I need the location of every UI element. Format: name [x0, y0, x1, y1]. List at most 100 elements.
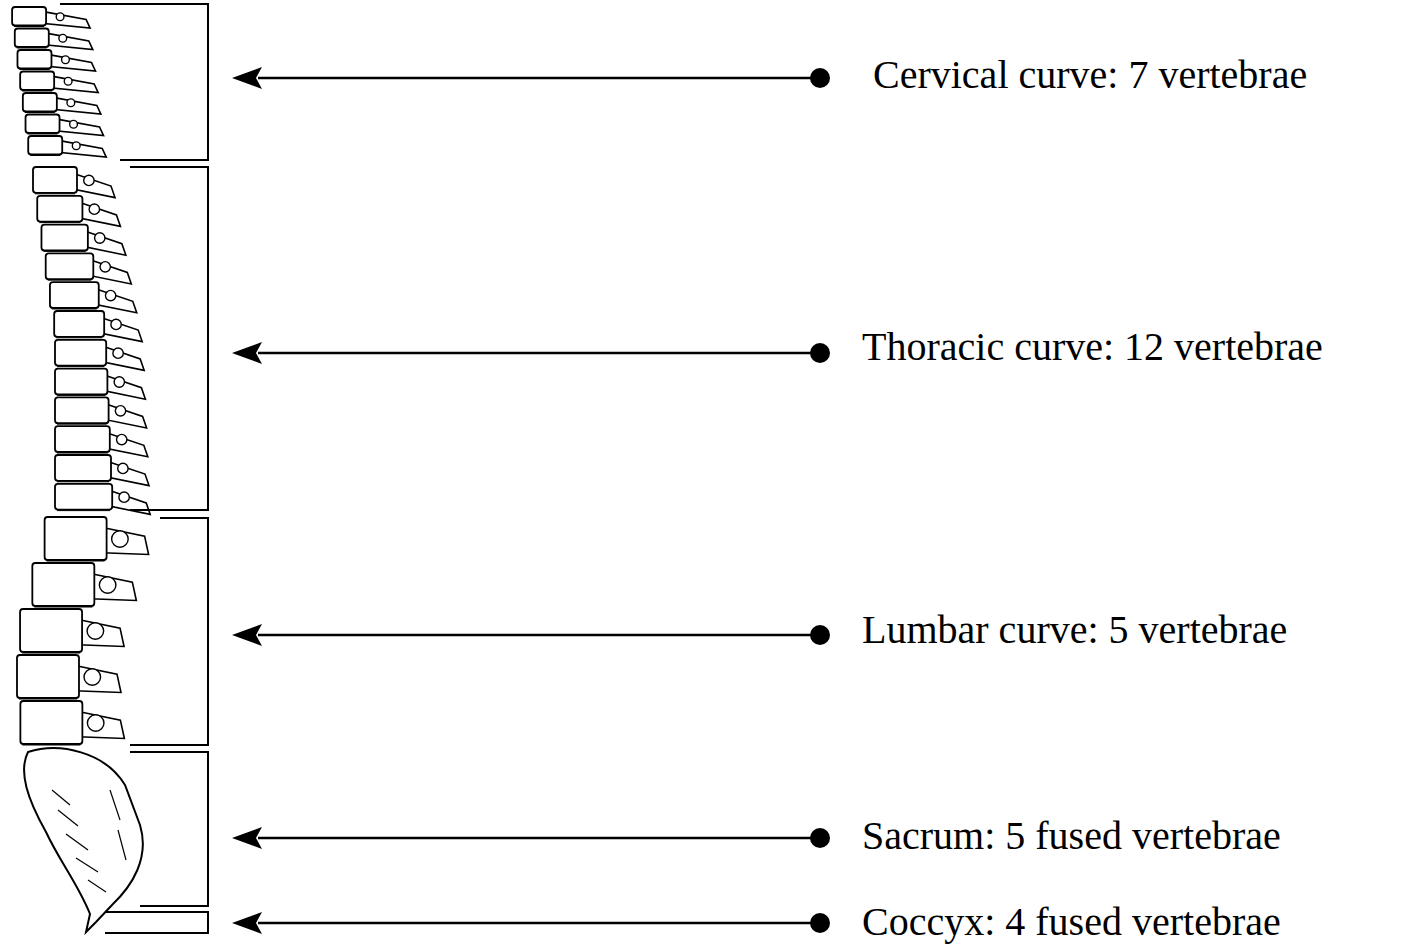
- region-label: Lumbar curve: 5 vertebrae: [862, 607, 1287, 653]
- vertebra-process: [78, 620, 124, 647]
- vertebra-process: [50, 76, 98, 93]
- leader-line: [258, 352, 820, 355]
- articular-facet: [84, 669, 101, 686]
- disc-line: [22, 745, 80, 746]
- vertebra-process: [58, 140, 106, 157]
- vertebral-body: [23, 93, 57, 112]
- vertebral-body: [55, 340, 106, 366]
- articular-facet: [67, 99, 75, 107]
- spine-drawing: [12, 7, 150, 932]
- disc-line: [43, 251, 85, 252]
- vertebral-body: [50, 282, 99, 308]
- articular-facet: [87, 623, 104, 640]
- vertebral-body: [20, 701, 82, 744]
- sacrum-detail: [118, 830, 126, 860]
- disc-line: [57, 510, 110, 511]
- vertebral-body: [26, 115, 60, 134]
- region-label: Sacrum: 5 fused vertebrae: [862, 813, 1281, 859]
- disc-line: [57, 366, 104, 367]
- vertebral-body: [55, 426, 110, 452]
- sacrum-detail: [58, 810, 78, 826]
- leader-dot: [810, 828, 830, 848]
- region-bracket: [60, 4, 208, 160]
- disc-line: [14, 26, 44, 27]
- arrow-head: [232, 624, 262, 646]
- vertebral-body: [45, 517, 107, 560]
- vertebra-process: [106, 432, 148, 456]
- vertebral-body: [32, 563, 94, 606]
- vertebral-body: [28, 136, 62, 155]
- vertebra-process: [90, 574, 136, 601]
- sacrum-detail: [66, 834, 88, 850]
- arrow-head: [232, 912, 262, 934]
- leader-line: [258, 77, 820, 80]
- articular-facet: [99, 577, 116, 594]
- disc-line: [52, 309, 97, 310]
- vertebral-body: [46, 253, 94, 279]
- vertebral-body: [20, 72, 54, 91]
- vertebra-process: [89, 260, 131, 284]
- sacrum-detail: [88, 880, 106, 892]
- disc-line: [35, 193, 75, 194]
- articular-facet: [87, 715, 104, 732]
- vertebra-process: [103, 375, 145, 399]
- brackets: [60, 4, 208, 933]
- region-label: Thoracic curve: 12 vertebrae: [862, 324, 1323, 370]
- articular-facet: [112, 531, 129, 548]
- disc-line: [22, 653, 80, 654]
- vertebral-body: [17, 50, 51, 69]
- vertebral-body: [15, 29, 49, 48]
- arrow-head: [232, 342, 262, 364]
- articular-facet: [117, 434, 127, 444]
- vertebra-process: [75, 666, 121, 693]
- disc-line: [34, 607, 92, 608]
- leader-line: [258, 837, 820, 840]
- disc-line: [17, 48, 47, 49]
- sacrum-detail: [110, 790, 120, 820]
- articular-facet: [100, 262, 110, 272]
- leader-dot: [810, 68, 830, 88]
- disc-line: [47, 561, 105, 562]
- articular-facet: [56, 13, 64, 21]
- sacrum-detail: [76, 858, 98, 872]
- leader-dot: [810, 913, 830, 933]
- disc-line: [56, 337, 102, 338]
- articular-facet: [118, 463, 128, 473]
- region-bracket: [105, 912, 208, 933]
- vertebral-body: [12, 7, 46, 26]
- vertebral-body: [17, 655, 79, 698]
- vertebra-process: [78, 202, 120, 226]
- leader-arrows: [232, 67, 830, 934]
- articular-facet: [105, 290, 115, 300]
- articular-facet: [113, 348, 123, 358]
- vertebra-process: [103, 528, 149, 555]
- vertebra-process: [56, 119, 104, 136]
- vertebral-body: [54, 311, 104, 337]
- vertebra-process: [100, 317, 142, 341]
- vertebra-process: [102, 346, 144, 370]
- vertebral-body: [37, 196, 82, 222]
- region-bracket: [130, 167, 208, 510]
- vertebral-body: [55, 484, 112, 510]
- vertebra-process: [45, 33, 93, 50]
- vertebra-process: [95, 288, 137, 312]
- vertebral-body: [41, 225, 87, 251]
- disc-line: [22, 91, 52, 92]
- leader-dot: [810, 625, 830, 645]
- articular-facet: [72, 142, 80, 150]
- articular-facet: [84, 175, 94, 185]
- sacrum-shape: [24, 748, 143, 932]
- vertebral-body: [33, 167, 77, 193]
- articular-facet: [95, 233, 105, 243]
- articular-facet: [70, 120, 78, 128]
- disc-line: [48, 280, 92, 281]
- disc-line: [25, 112, 55, 113]
- vertebra-process: [84, 231, 126, 255]
- leader-dot: [810, 343, 830, 363]
- vertebra-process: [105, 404, 147, 428]
- articular-facet: [111, 319, 121, 329]
- articular-facet: [62, 56, 70, 64]
- vertebra-process: [73, 173, 115, 197]
